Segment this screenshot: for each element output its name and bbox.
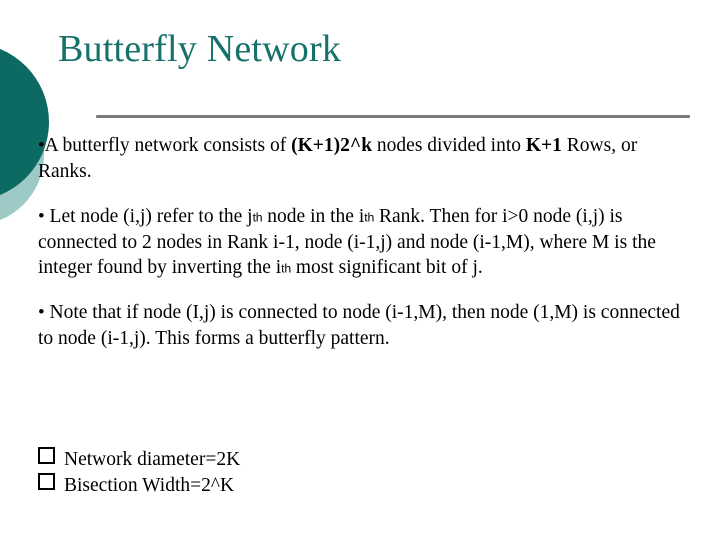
paragraph-2-run-5: Rank. Then for i>0 node (i,j) is connect… bbox=[38, 206, 656, 279]
checklist-item-label: Bisection Width=2^K bbox=[64, 474, 235, 496]
title-divider bbox=[96, 115, 690, 118]
checklist-item-label: Network diameter=2K bbox=[64, 449, 241, 470]
list-item: Bisection Width=2^K bbox=[38, 472, 538, 499]
page-title: Butterfly Network bbox=[58, 28, 342, 70]
paragraph-2-run-6: th bbox=[281, 261, 291, 276]
paragraph-1-run-5: Rows, or Ranks. bbox=[38, 135, 638, 182]
body-paragraph-3: • Note that if node (I,j) is connected t… bbox=[38, 300, 686, 351]
empty-square-bullet-icon bbox=[38, 447, 55, 464]
empty-square-bullet-icon bbox=[38, 472, 55, 490]
paragraph-2-run-7: most significant bit of j. bbox=[291, 257, 483, 279]
slide-body: •A butterfly network consists of (K+1)2^… bbox=[38, 133, 686, 365]
paragraph-2-run-3: node in the i bbox=[262, 206, 365, 228]
paragraph-2-run-1: Let node (i,j) refer to the j bbox=[44, 206, 253, 228]
paragraph-1-run-2: (K+1)2^k bbox=[291, 135, 373, 156]
bullet-dot-2: • bbox=[38, 206, 45, 228]
checklist: Network diameter=2K Bisection Width=2^K bbox=[38, 447, 538, 498]
paragraph-1-run-4: K+1 bbox=[525, 135, 562, 156]
body-paragraph-2: • Let node (i,j) refer to the jth node i… bbox=[38, 204, 686, 280]
list-item: Network diameter=2K bbox=[38, 447, 538, 473]
bullet-dot-1: • bbox=[38, 135, 45, 156]
paragraph-3-run-1: Note that if node (I,j) is connected to … bbox=[38, 302, 680, 350]
paragraph-2-run-4: th bbox=[364, 210, 375, 225]
paragraph-1-run-3: nodes divided into bbox=[372, 135, 526, 156]
paragraph-1-run-1: A butterfly network consists of bbox=[44, 135, 292, 156]
paragraph-2-run-2: th bbox=[252, 210, 263, 225]
bullet-dot-3: • bbox=[38, 302, 45, 324]
body-paragraph-1: •A butterfly network consists of (K+1)2^… bbox=[38, 133, 686, 184]
